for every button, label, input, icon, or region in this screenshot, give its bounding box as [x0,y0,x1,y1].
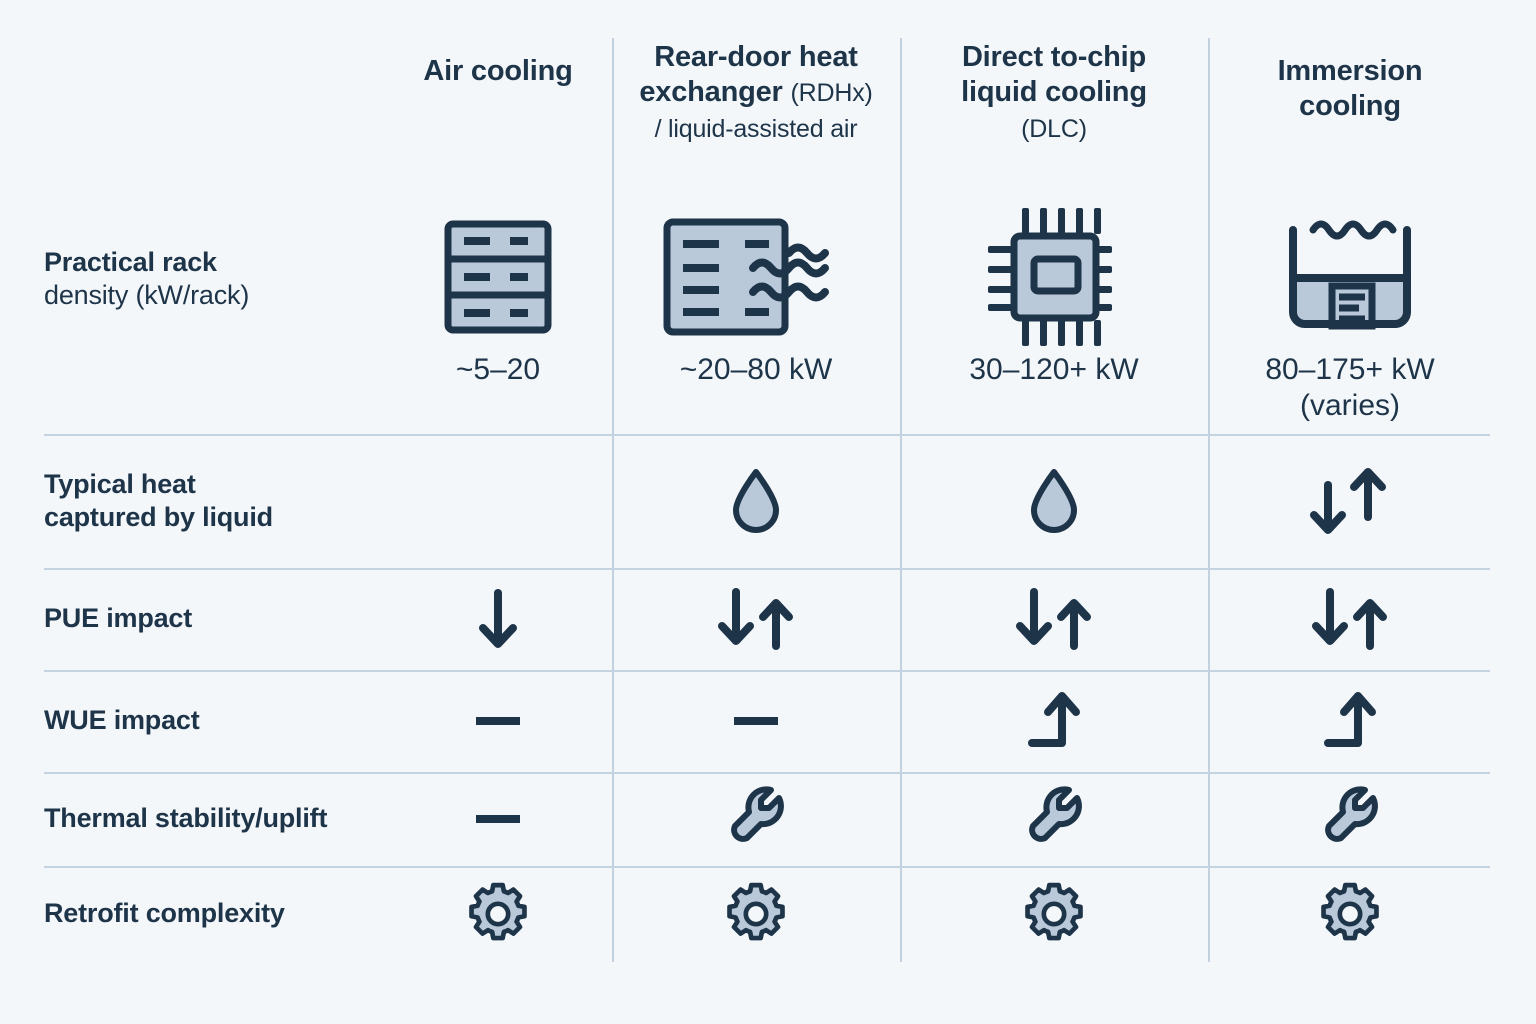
value-density-rdhx: ~20–80 kW [679,353,833,386]
header-corner-empty [44,48,384,198]
cell-wue-rdhx [612,706,900,736]
column-header-rdhx: Rear-door heat exchanger (RDHx) / liquid… [612,41,900,198]
value-density-air: ~5–20 [455,353,541,386]
cell-retrofit-dlc [900,881,1208,947]
column-header-dlc-abbr: (DLC) [1021,114,1087,143]
cell-thermal-rdhx [612,786,900,852]
down-up-arrows-icon [1312,588,1387,650]
row-label-retrofit: Retrofit complexity [44,898,285,929]
down-up-arrows-icon [1310,468,1386,534]
column-header-air-cooling: Air cooling [384,48,612,198]
wrench-icon [1029,786,1082,842]
row-divider-1 [44,434,1490,436]
cell-heat-immersion [1208,463,1492,539]
column-header-air-line1: Air cooling [423,55,573,87]
gear-icon [469,882,527,941]
row-divider-2 [44,568,1490,570]
row-label-density-bold: Practical rack [44,247,217,277]
row-label-wue: WUE impact [44,705,200,736]
column-divider-1 [612,38,614,962]
cell-wue-dlc [900,687,1208,755]
cell-wue-air [384,706,612,736]
rear-door-heat-exchanger-icon [663,218,829,336]
trend-up-arrow-icon [1324,692,1376,747]
value-density-dlc: 30–120+ kW [969,353,1139,386]
column-divider-2 [900,38,902,962]
down-arrow-icon [479,589,517,648]
column-header-dlc-line2: liquid cooling [961,76,1147,109]
column-header-rdhx-line3: / liquid-assisted air [654,114,858,143]
cell-density-immersion: 80–175+ kW (varies) [1208,198,1492,434]
down-up-arrows-icon [718,588,793,650]
cell-density-dlc: 30–120+ kW [900,198,1208,434]
column-header-immersion: Immersion cooling [1208,48,1492,198]
cell-pue-dlc [900,584,1208,654]
water-droplet-icon [1031,469,1077,533]
row-label-heat: Typical heat captured by liquid [44,468,273,532]
column-header-immersion-line2: cooling [1299,90,1401,123]
cell-pue-air [384,585,612,653]
column-divider-3 [1208,38,1210,962]
table-header-row: Air cooling Rear-door heat exchanger (RD… [44,41,1492,198]
gear-icon [1321,882,1379,941]
column-header-dlc: Direct to-chip liquid cooling (DLC) [900,41,1208,198]
wrench-icon [1325,786,1378,842]
table-row-typical-heat-captured: Typical heat captured by liquid [44,434,1492,568]
row-divider-4 [44,772,1490,774]
row-label-density-light: density (kW/rack) [44,280,250,311]
row-divider-5 [44,866,1490,868]
table-row-pue-impact: PUE impact [44,568,1492,670]
row-label-density: Practical rack density (kW/rack) [44,198,384,313]
dash-icon [476,717,520,725]
cell-thermal-dlc [900,786,1208,852]
cell-pue-rdhx [612,584,900,654]
trend-up-arrow-icon [1028,692,1080,747]
table-grid [44,0,1492,1024]
cell-wue-immersion [1208,687,1492,755]
gear-icon [1025,882,1083,941]
dash-icon [734,717,778,725]
cell-density-air: ~5–20 [384,198,612,434]
cell-thermal-immersion [1208,786,1492,852]
column-header-dlc-line1: Direct to-chip [961,41,1147,73]
table-row-wue-impact: WUE impact [44,670,1492,772]
down-up-arrows-icon [1016,588,1091,650]
cell-heat-rdhx [612,466,900,536]
dash-icon [476,815,520,823]
column-header-immersion-line1: Immersion [1277,55,1423,87]
column-header-rdhx-abbr: (RDHx) [790,79,873,108]
row-label-pue: PUE impact [44,603,193,634]
table-row-practical-rack-density: Practical rack density (kW/rack) ~5–20 [44,198,1492,434]
cell-thermal-air [384,804,612,834]
cell-density-rdhx: ~20–80 kW [612,198,900,434]
cell-retrofit-rdhx [612,881,900,947]
row-label-thermal: Thermal stability/uplift [44,803,328,834]
immersion-tank-icon [1289,220,1411,330]
cell-heat-dlc [900,466,1208,536]
row-divider-3 [44,670,1490,672]
column-header-rdhx-line1: Rear-door heat [654,41,858,73]
server-rack-icon [444,220,552,334]
cell-retrofit-air [384,881,612,947]
table-row-thermal-stability: Thermal stability/uplift [44,772,1492,866]
wrench-icon [731,786,784,842]
table-row-retrofit-complexity: Retrofit complexity [44,866,1492,962]
column-header-rdhx-line2: exchanger [639,76,791,109]
value-density-immersion: 80–175+ kW (varies) [1265,353,1435,422]
gear-icon [727,882,785,941]
water-droplet-icon [733,469,779,533]
cell-pue-immersion [1208,584,1492,654]
cell-retrofit-immersion [1208,881,1492,947]
chip-icon [988,208,1112,346]
